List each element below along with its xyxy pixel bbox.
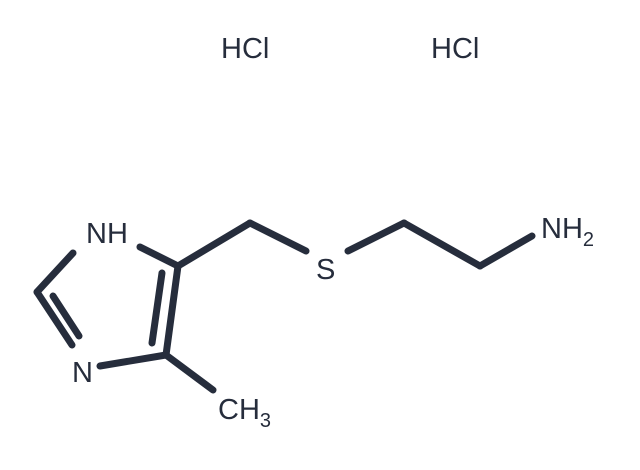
atom-s: S [316, 254, 335, 286]
atom-nh2: NH2 [541, 213, 594, 251]
bond-c4-c5 [162, 262, 182, 359]
bond-c4-c5-double [148, 269, 166, 347]
atom-nh2-main: NH [541, 213, 583, 245]
bond-n3-c4 [96, 351, 170, 370]
bond-c4-methyl [162, 351, 217, 394]
atom-n: N [72, 357, 93, 389]
bond-c2-n3 [33, 288, 76, 349]
counterion-hcl-1: HCl [221, 33, 269, 65]
bond-c5-ch2 [174, 219, 254, 270]
bond-c2-n3-double [49, 292, 83, 340]
bond-c5-n1 [136, 243, 182, 270]
bond-ch2-nh2 [476, 232, 536, 270]
bond-s-ch2 [344, 219, 408, 255]
atom-ch3: CH3 [218, 394, 271, 432]
atom-ch3-subscript: 3 [260, 410, 271, 432]
atom-nh: NH [86, 218, 128, 250]
bond-n1-c2 [33, 249, 77, 296]
bond-ch2-s [246, 219, 310, 255]
counterion-hcl-2: HCl [431, 33, 479, 65]
atom-nh2-subscript: 2 [583, 229, 594, 251]
atom-ch3-main: CH [218, 394, 260, 426]
bond-ch2-ch2 [400, 219, 484, 270]
